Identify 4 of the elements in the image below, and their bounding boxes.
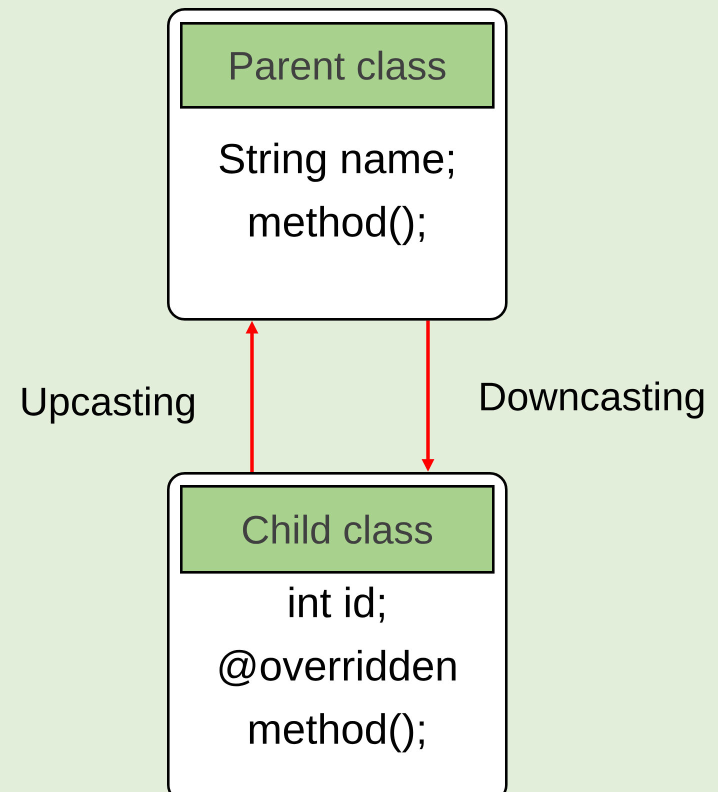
edge-label: Downcasting xyxy=(481,381,704,419)
class-header: Child class xyxy=(180,485,495,574)
edge-label: Upcasting xyxy=(22,386,194,424)
class-header: Parent class xyxy=(180,22,495,109)
